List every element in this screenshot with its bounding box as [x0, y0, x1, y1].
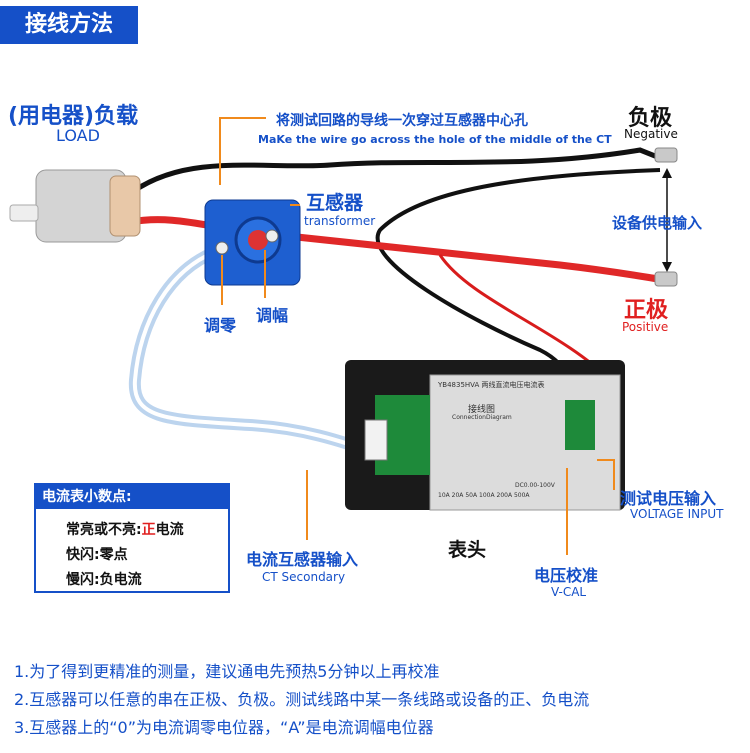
transformer-label-cn: 互感器: [306, 192, 364, 214]
decimal-note-line3: 慢闪:负电流: [66, 572, 142, 588]
meter-wiring-title: 接线图: [468, 405, 496, 415]
decimal-note-title: 电流表小数点:: [36, 485, 228, 509]
span-adjust-label: 调幅: [256, 306, 289, 325]
transformer-label-en: transformer: [304, 214, 376, 228]
meter-range: 20A: [451, 492, 464, 499]
meter-head: [345, 360, 625, 511]
zero-adjust-label: 调零: [204, 316, 237, 335]
decimal-note-box: 电流表小数点: 常亮或不亮:正电流 快闪:零点 慢闪:负电流: [34, 483, 230, 593]
power-input-label: 设备供电输入: [612, 214, 703, 232]
meter-range: 50A: [465, 492, 478, 499]
decimal-note-line1-suffix: 电流: [155, 522, 184, 538]
positive-label-cn: 正极: [624, 298, 669, 323]
instruction-cn: 将测试回路的导线一次穿过互感器中心孔: [276, 113, 528, 129]
negative-label-cn: 负极: [628, 106, 673, 131]
footnote-1: 1.为了得到更精准的测量，建议通电先预热5分钟以上再校准: [14, 662, 440, 681]
voltage-input-label-en: VOLTAGE INPUT: [630, 507, 724, 521]
meter-head-label: 表头: [448, 539, 487, 561]
footnote-2: 2.互感器可以任意的串在正极、负极。测试线路中某一条线路或设备的正、负电流: [14, 690, 590, 709]
vcal-label-en: V-CAL: [551, 585, 587, 599]
meter-range: 10A: [438, 492, 450, 499]
decimal-note-line1-prefix: 常亮或不亮:: [66, 522, 142, 538]
meter-ranges: 10A 20A 50A 100A 200A 500A: [438, 492, 530, 499]
meter-range: 100A: [479, 492, 495, 499]
section-title: 接线方法: [0, 6, 138, 44]
negative-label-en: Negative: [624, 127, 678, 141]
vcal-label-cn: 电压校准: [534, 566, 599, 585]
transformer-body: [204, 199, 301, 286]
load-motor: [9, 169, 141, 243]
ct-secondary-label-en: CT Secondary: [262, 570, 346, 584]
meter-model: YB4835HVA 两线直流电压电流表: [438, 381, 545, 389]
red-wire: [129, 216, 666, 284]
meter-range: 500A: [513, 492, 530, 499]
ct-secondary-label-cn: 电流互感器输入: [246, 550, 359, 569]
decimal-note-line1-red: 正: [141, 522, 156, 538]
load-label-en: LOAD: [56, 126, 100, 145]
instruction-en: MaKe the wire go across the hole of the …: [258, 133, 612, 146]
meter-voltage-range: DC0.00-100V: [515, 482, 555, 489]
positive-label-en: Positive: [622, 320, 669, 334]
meter-wiring-subtitle: ConnectionDiagram: [452, 414, 512, 421]
decimal-note-line1: 常亮或不亮:正电流: [66, 519, 228, 539]
meter-range: 200A: [496, 492, 513, 499]
positive-terminal: [654, 271, 678, 287]
black-wire: [120, 147, 666, 202]
negative-terminal: [654, 147, 678, 163]
voltage-input-label-cn: 测试电压输入: [620, 489, 717, 508]
footnote-3: 3.互感器上的“0”为电流调零电位器，“A”是电流调幅电位器: [14, 718, 434, 737]
load-label-cn: (用电器)负载: [8, 104, 139, 129]
decimal-note-line2: 快闪:零点: [66, 547, 128, 563]
